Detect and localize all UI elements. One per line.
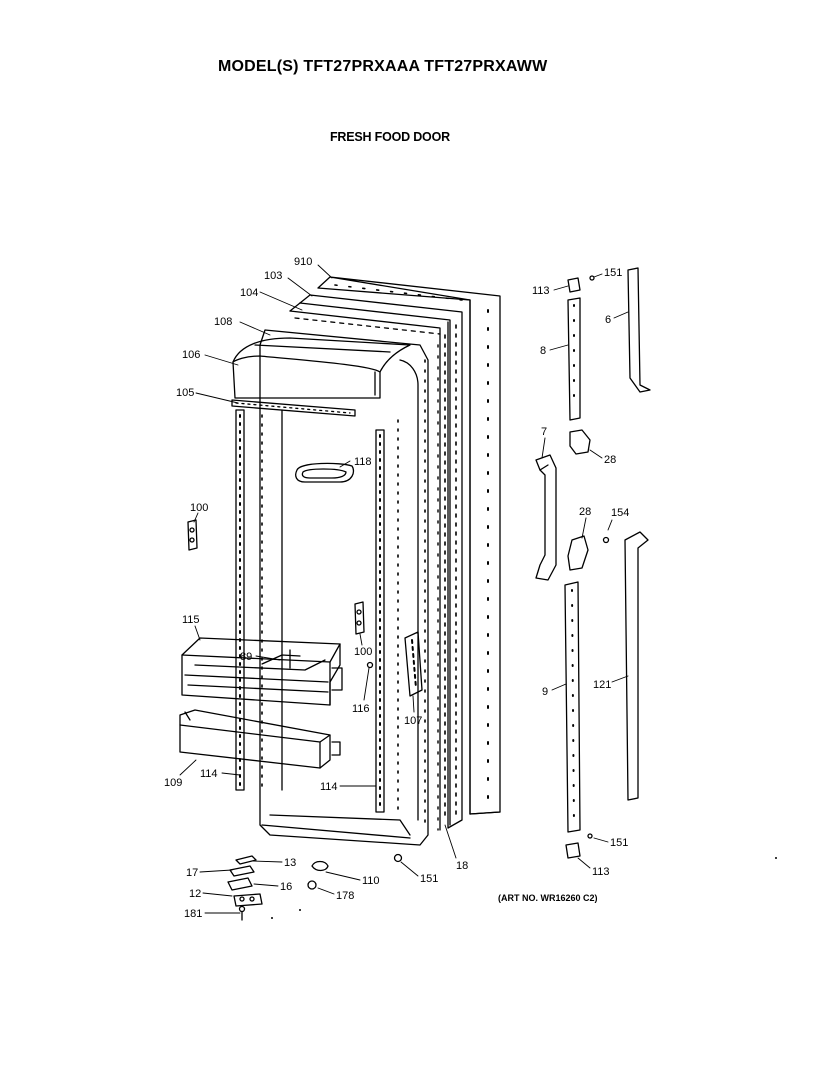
callout-114-left: 114 (200, 768, 218, 780)
callout-labels: 910 103 104 108 106 105 118 100 115 89 1… (164, 256, 629, 920)
door-handle-7 (535, 454, 557, 581)
door-bin-lower (179, 709, 341, 769)
screw-154 (602, 536, 610, 544)
callout-103: 103 (264, 270, 282, 282)
callout-118: 118 (354, 456, 372, 468)
callout-17: 17 (186, 867, 198, 879)
shelf-adjuster-107 (404, 631, 423, 697)
callout-7: 7 (541, 426, 547, 438)
callout-8: 8 (540, 345, 546, 357)
callout-151-top: 151 (604, 267, 622, 279)
door-gasket-frames (289, 294, 463, 831)
handle-bracket-28-top (569, 429, 591, 455)
leader-lines (179, 264, 629, 914)
callout-151-bottom: 151 (420, 873, 438, 885)
dairy-compartment (231, 337, 411, 417)
callout-113-top: 113 (532, 285, 550, 297)
shelf-clip-left (187, 519, 198, 551)
shelf-clip-right (354, 601, 365, 635)
callout-100-right: 100 (354, 646, 372, 658)
door-bin-upper (181, 637, 343, 706)
callout-108: 108 (214, 316, 232, 328)
callout-89: 89 (240, 651, 252, 663)
model-title: MODEL(S) TFT27PRXAAA TFT27PRXAWW (218, 58, 548, 75)
door-outer-panel (317, 276, 501, 815)
callout-28-top: 28 (604, 454, 616, 466)
callout-910: 910 (294, 256, 312, 268)
handle-trim-121 (624, 531, 649, 801)
callout-107: 107 (404, 715, 422, 727)
callout-12: 12 (189, 888, 201, 900)
handle-bracket-28-lower (567, 535, 589, 571)
handle-end-cap-top (567, 277, 581, 293)
callout-106: 106 (182, 349, 200, 361)
callout-181: 181 (184, 908, 202, 920)
callout-28-lower: 28 (579, 506, 591, 518)
callout-105: 105 (176, 387, 194, 399)
callout-100-left: 100 (190, 502, 208, 514)
screws-151 (587, 275, 595, 839)
art-number: (ART NO. WR16260 C2) (498, 893, 598, 903)
section-title: FRESH FOOD DOOR (330, 130, 450, 144)
hinge-parts (227, 853, 403, 921)
callout-151-right: 151 (610, 837, 628, 849)
callout-6: 6 (605, 314, 611, 326)
scan-specks (271, 857, 777, 919)
callout-110: 110 (362, 875, 380, 887)
callout-114-right: 114 (320, 781, 338, 793)
callout-109: 109 (164, 777, 182, 789)
callout-116: 116 (352, 703, 370, 715)
small-screw-116 (366, 661, 374, 669)
handle-mount-8 (567, 297, 581, 421)
callout-9: 9 (542, 686, 548, 698)
callout-16: 16 (280, 881, 292, 893)
handle-mount-9 (564, 581, 581, 833)
callout-18: 18 (456, 860, 468, 872)
egg-tray-holder (295, 462, 355, 483)
handle-end-cap-bottom (565, 842, 581, 859)
callout-13: 13 (284, 857, 296, 869)
callout-104: 104 (240, 287, 258, 299)
inner-door-liner (235, 329, 439, 846)
callout-121: 121 (593, 679, 611, 691)
handle-trim-6 (627, 267, 651, 393)
callout-178: 178 (336, 890, 354, 902)
callout-154: 154 (611, 507, 629, 519)
callout-115: 115 (182, 614, 200, 626)
callout-113-bottom: 113 (592, 866, 610, 878)
